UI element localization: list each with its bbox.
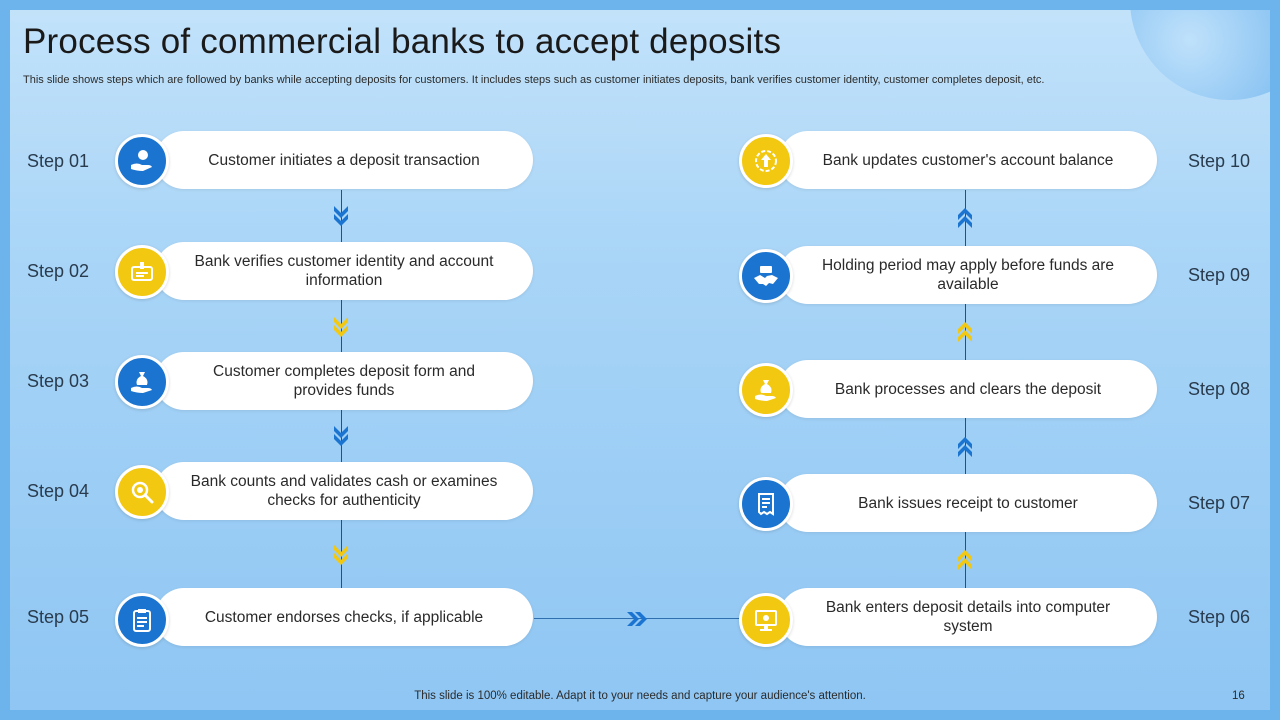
step-05-text: Customer endorses checks, if applicable <box>204 608 484 626</box>
page-number: 16 <box>1232 690 1245 702</box>
chevron-up-icon <box>958 322 972 342</box>
chevron-up-icon <box>958 437 972 457</box>
step-06-card: Bank enters deposit details into compute… <box>779 588 1157 646</box>
chevron-down-icon <box>334 545 348 565</box>
magnifier-coin-icon <box>115 465 169 519</box>
computer-monitor-icon <box>739 593 793 647</box>
step-02-label: Step 02 <box>27 261 90 281</box>
chevron-down-icon <box>334 426 348 446</box>
step-04-card: Bank counts and validates cash or examin… <box>155 462 533 520</box>
step-05-card: Customer endorses checks, if applicable <box>155 588 533 646</box>
step-03-card: Customer completes deposit form and prov… <box>155 352 533 410</box>
step-03-text: Customer completes deposit form and prov… <box>213 363 475 399</box>
step-02-text: Bank verifies customer identity and acco… <box>194 253 494 289</box>
chevron-up-icon <box>958 208 972 228</box>
step-06-label: Step 06 <box>1188 607 1251 627</box>
step-09-label: Step 09 <box>1188 265 1251 285</box>
step-05-label: Step 05 <box>27 607 90 627</box>
step-06-text: Bank enters deposit details into compute… <box>825 599 1111 635</box>
footer-note: This slide is 100% editable. Adapt it to… <box>414 690 866 702</box>
money-bag-hand-icon <box>739 363 793 417</box>
step-10-label: Step 10 <box>1188 151 1251 171</box>
chevron-down-icon <box>334 317 348 337</box>
step-01-card: Customer initiates a deposit transaction <box>155 131 533 189</box>
step-10-card: Bank updates customer's account balance <box>779 131 1157 189</box>
chevron-down-icon <box>334 206 348 226</box>
up-arrow-circle-icon <box>739 134 793 188</box>
step-10-text: Bank updates customer's account balance <box>822 151 1114 169</box>
step-08-label: Step 08 <box>1188 379 1251 399</box>
chevron-up-icon <box>958 550 972 570</box>
step-09-text: Holding period may apply before funds ar… <box>821 257 1115 293</box>
step-01-text: Customer initiates a deposit transaction <box>208 151 480 169</box>
step-09-card: Holding period may apply before funds ar… <box>779 246 1157 304</box>
slide: Process of commercial banks to accept de… <box>10 10 1270 710</box>
step-08-card: Bank processes and clears the deposit <box>779 360 1157 418</box>
clipboard-checklist-icon <box>115 593 169 647</box>
step-07-label: Step 07 <box>1188 493 1251 513</box>
step-01-label: Step 01 <box>27 151 90 171</box>
step-02-card: Bank verifies customer identity and acco… <box>155 242 533 300</box>
step-04-label: Step 04 <box>27 481 90 501</box>
decorative-corner-circle <box>1130 10 1270 100</box>
handshake-icon <box>739 249 793 303</box>
step-07-card: Bank issues receipt to customer <box>779 474 1157 532</box>
receipt-icon <box>739 477 793 531</box>
step-04-text: Bank counts and validates cash or examin… <box>190 473 498 509</box>
chevron-right-icon <box>627 612 647 626</box>
page-title: Process of commercial banks to accept de… <box>23 22 782 61</box>
hand-coin-icon <box>115 134 169 188</box>
step-07-text: Bank issues receipt to customer <box>858 494 1078 512</box>
step-03-label: Step 03 <box>27 371 90 391</box>
money-bag-hand-icon <box>115 355 169 409</box>
page-subtitle: This slide shows steps which are followe… <box>23 74 1045 86</box>
id-card-icon <box>115 245 169 299</box>
step-08-text: Bank processes and clears the deposit <box>834 380 1102 398</box>
